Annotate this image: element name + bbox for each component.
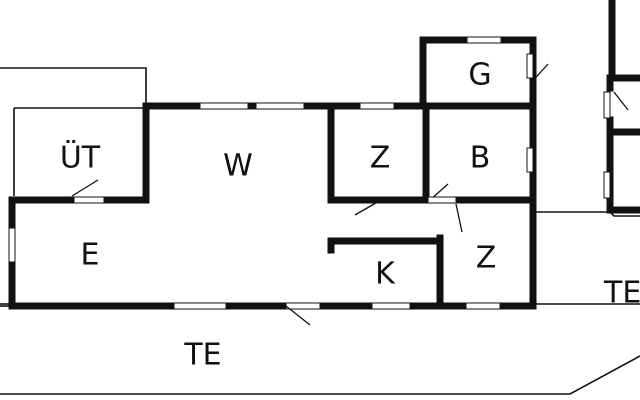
room-label-b: B: [470, 141, 491, 176]
room-label-g: G: [468, 58, 491, 93]
room-label-e: E: [81, 238, 100, 273]
doors: [71, 63, 629, 326]
room-label-te-right: TE: [603, 276, 640, 311]
room-label-z2: Z: [476, 241, 497, 276]
room-label-te-bottom: TE: [183, 338, 221, 373]
room-label-w: W: [223, 149, 253, 184]
terrace-outlines: [0, 67, 640, 395]
windows: [8, 36, 611, 310]
room-label-k: K: [375, 257, 396, 292]
room-label-ut: ÜT: [60, 140, 101, 176]
walls: [8, 0, 640, 310]
room-label-z1: Z: [370, 141, 391, 176]
